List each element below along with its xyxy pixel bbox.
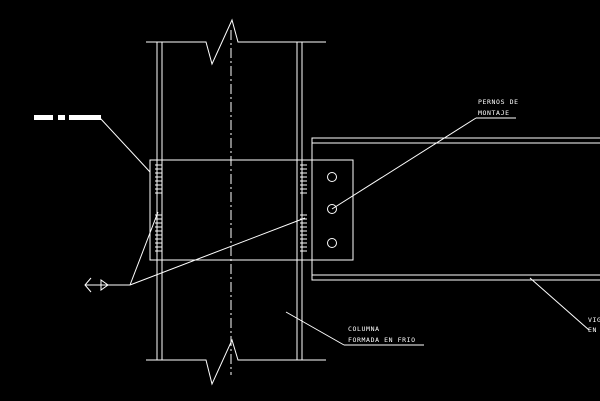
bolt-bottom (327, 238, 337, 248)
column-label-leader (285, 311, 345, 346)
column-bottom-break-line (146, 338, 326, 386)
bolt-label-line1: PERNOS DE (478, 98, 519, 106)
bolt-middle (327, 204, 337, 214)
weld-symbol-icon (100, 279, 109, 291)
column-label-line2: FORMADA EN FRIO (348, 336, 416, 344)
weld-ticks-right-bottom (300, 214, 307, 252)
weld-ticks-right-top (300, 164, 307, 194)
weld-leader-to-left-weld (129, 211, 159, 286)
weld-tail-icon (84, 277, 92, 293)
connection-plate (149, 159, 354, 261)
beam-top-flange-outer (311, 137, 600, 160)
section-callout-leader (99, 117, 151, 173)
section-mark-icon (34, 115, 101, 120)
column-top-break-line (146, 18, 326, 66)
bolt-label-leader (331, 117, 477, 210)
column-label-line1: COLUMNA (348, 325, 380, 333)
beam-label-line1: VIG (588, 316, 600, 324)
weld-ticks-left-top (155, 164, 162, 194)
weld-ticks-left-bottom (155, 214, 162, 252)
bolt-top (327, 172, 337, 182)
beam-label-leader (529, 277, 590, 331)
beam-bottom-flange-outer (311, 260, 600, 281)
bolt-label-line2: MONTAJE (478, 109, 510, 117)
beam-label-line2: EN (588, 326, 597, 334)
weld-leader-to-right-weld (129, 217, 306, 286)
